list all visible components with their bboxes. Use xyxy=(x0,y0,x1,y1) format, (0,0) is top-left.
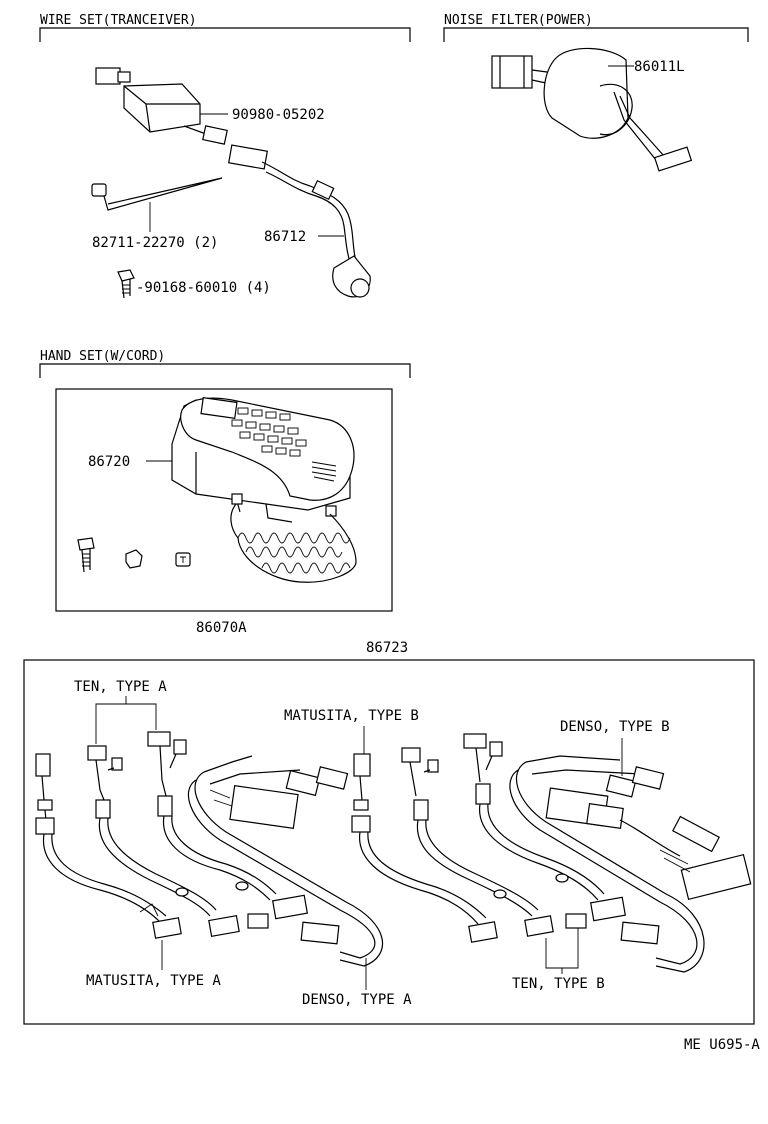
hand-set-bracket xyxy=(39,363,411,378)
part-label-86720: 86720 xyxy=(88,454,130,470)
harness-ten-a-right-drawing xyxy=(147,731,309,929)
harness-matusita-b-drawing xyxy=(351,753,498,943)
harness-label-matusita-type-b: MATUSITA, TYPE B xyxy=(284,708,419,724)
harness-label-matusita-type-a: MATUSITA, TYPE A xyxy=(86,973,221,989)
harness-label-ten-type-b: TEN, TYPE B xyxy=(512,976,605,992)
part-label-82711-22270: 82711-22270 (2) xyxy=(92,235,218,251)
hand-set-heading: HAND SET(W/CORD) xyxy=(40,349,165,364)
hand-set-frame xyxy=(55,388,393,612)
ten-a-leader xyxy=(95,696,157,744)
noise-filter-bracket xyxy=(443,27,749,42)
hand-set-drawing xyxy=(77,397,357,583)
harness-ten-b-right-drawing xyxy=(463,733,627,929)
wire-set-bracket xyxy=(39,27,411,42)
harness-label-ten-type-a: TEN, TYPE A xyxy=(74,679,167,695)
part-label-90980-05202: 90980-05202 xyxy=(232,107,325,123)
part-label-86011L: 86011L xyxy=(634,59,685,75)
harness-matusita-a-drawing xyxy=(35,753,182,939)
wire-set-heading: WIRE SET(TRANCEIVER) xyxy=(40,13,197,28)
cable-86712-drawing xyxy=(228,144,371,298)
harness-frame xyxy=(23,659,755,1025)
figure-id: ME U695-A xyxy=(684,1037,760,1053)
harness-ten-b-left-drawing xyxy=(401,747,554,937)
part-label-86712: 86712 xyxy=(264,229,306,245)
harness-denso-b-drawing xyxy=(509,755,752,973)
transceiver-connector-drawing xyxy=(95,67,228,145)
ten-b-leader xyxy=(545,926,579,974)
part-label-86723: 86723 xyxy=(366,640,408,656)
part-label-90168-60010: -90168-60010 (4) xyxy=(136,280,271,296)
noise-filter-heading: NOISE FILTER(POWER) xyxy=(444,13,593,28)
cable-tie-drawing xyxy=(91,177,223,232)
harness-denso-a-drawing xyxy=(187,755,384,967)
harness-label-denso-type-b: DENSO, TYPE B xyxy=(560,719,670,735)
bolt-drawing xyxy=(117,269,135,299)
part-label-86070A: 86070A xyxy=(196,620,247,636)
harness-ten-a-left-drawing xyxy=(87,745,240,938)
harness-label-denso-type-a: DENSO, TYPE A xyxy=(302,992,412,1008)
noise-filter-drawing xyxy=(491,47,693,172)
